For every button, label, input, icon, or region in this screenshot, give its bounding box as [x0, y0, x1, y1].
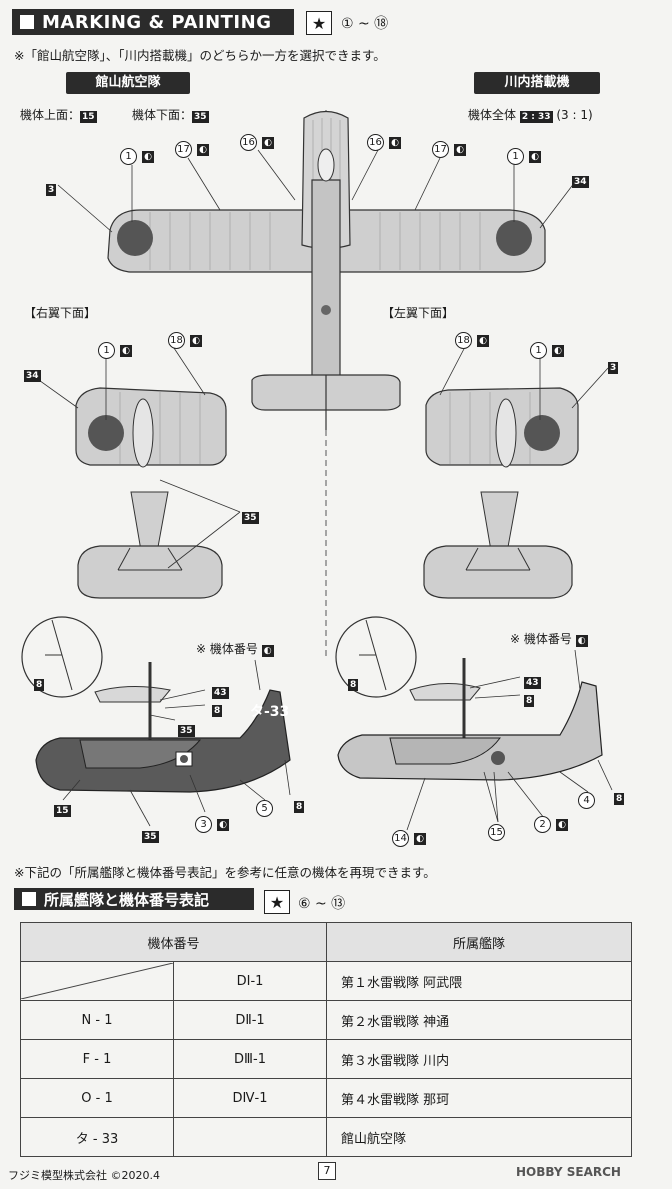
table-cell: タ - 33: [20, 1117, 174, 1157]
copyright: フジミ模型株式会社 ©2020.4: [8, 1169, 160, 1182]
section-header-marking: MARKING & PAINTING: [12, 9, 294, 35]
callout-15-left: 15: [54, 805, 71, 817]
watermark: HOBBY SEARCH: [516, 1165, 621, 1179]
callout-3-left-wing: 3: [608, 362, 619, 374]
callout-1-top-left: 1 ◐: [120, 144, 154, 165]
table-cell: O - 1: [20, 1078, 174, 1118]
selection-note: ※「館山航空隊」、「川内搭載機」のどちらか一方を選択できます。: [14, 48, 386, 63]
table-row: N - 1 DⅡ-1 第２水雷戦隊 神通: [20, 1000, 632, 1040]
page-number: 7: [318, 1162, 336, 1180]
table-cell-empty: [173, 1117, 327, 1157]
right-wing-underside-title: 【右翼下面】: [24, 306, 97, 320]
callout-8-right-detail: 8: [348, 679, 359, 691]
callout-4-right-side: 4: [578, 788, 595, 809]
table-cell: N - 1: [20, 1000, 174, 1040]
callout-35-tail: 35: [242, 512, 259, 524]
table-row: F - 1 DⅢ-1 第３水雷戦隊 川内: [20, 1039, 632, 1079]
side-view-sendai: [335, 616, 603, 781]
hinomaru-right: [496, 220, 532, 256]
callout-18-left-wing: 18 ◐: [455, 328, 489, 349]
callout-34-right-wing: 34: [24, 370, 41, 382]
callout-8-right: 8: [524, 695, 535, 707]
callout-35-left: 35: [178, 725, 195, 737]
lower-surface-spec: 機体下面：35: [132, 108, 209, 123]
assignment-range: ⑥ ~ ⑬: [298, 896, 346, 912]
callout-8-left-detail: 8: [34, 679, 45, 691]
table-row: DⅠ-1 第１水雷戦隊 阿武隈: [20, 961, 632, 1001]
overall-color-spec: 機体全体 2 : 33 (3 : 1): [468, 108, 593, 123]
callout-3-left-side: 3 ◐: [195, 812, 229, 833]
section-header-assignment: 所属艦隊と機体番号表記: [14, 888, 254, 910]
section-title: MARKING & PAINTING: [42, 11, 272, 33]
col-fleet: 所属艦隊: [326, 922, 632, 962]
callout-2-right-side: 2 ◐: [534, 812, 568, 833]
table-cell: 第２水雷戦隊 神通: [326, 1000, 632, 1040]
table-row: O - 1 DⅣ-1 第４水雷戦隊 那珂: [20, 1078, 632, 1118]
hinomaru-left: [117, 220, 153, 256]
painting-diagram: タ-33: [21, 110, 613, 831]
table-cell: 第１水雷戦隊 阿武隈: [326, 961, 632, 1001]
left-wing-underside: [423, 387, 579, 599]
diagonal-line: [21, 963, 173, 999]
decal-range: ① ~ ⑱: [341, 16, 389, 32]
col-serial: 機体番号: [20, 922, 327, 962]
callout-18-right-wing: 18 ◐: [168, 328, 202, 349]
callout-1-right-wing: 1 ◐: [98, 338, 132, 359]
reference-note: ※下記の「所属艦隊と機体番号表記」を参考に任意の機体を再現できます。: [14, 865, 436, 880]
top-view-aircraft: [107, 110, 546, 430]
callout-16-top-right: 16 ◐: [367, 130, 401, 151]
callout-1-top-right: 1 ◐: [507, 144, 541, 165]
star-icon: ★: [306, 11, 332, 35]
table-cell: 第４水雷戦隊 那珂: [326, 1078, 632, 1118]
assignment-table: 機体番号 所属艦隊 DⅠ-1 第１水雷戦隊 阿武隈 N - 1 DⅡ-1 第２水…: [20, 922, 632, 1157]
callout-43-left: 43: [212, 687, 229, 699]
table-cell-diagonal: [20, 961, 174, 1001]
version-label-tateyama: 館山航空隊: [66, 72, 190, 94]
callout-1-left-wing: 1 ◐: [530, 338, 564, 359]
callout-color-3: 3: [46, 184, 57, 196]
callout-17-top-left: 17 ◐: [175, 137, 209, 158]
callout-35-left-bottom: 35: [142, 831, 159, 843]
assignment-title: 所属艦隊と機体番号表記: [44, 890, 210, 909]
table-cell: DⅠ-1: [173, 961, 327, 1001]
serial-callout-right: ※ 機体番号 ◐: [510, 632, 588, 647]
callout-16-top-left: 16 ◐: [240, 130, 274, 151]
header-square-icon: [20, 15, 34, 29]
svg-text:タ-33: タ-33: [250, 704, 289, 720]
callout-17-top-right: 17 ◐: [432, 137, 466, 158]
callout-8-left-tail: 8: [294, 801, 305, 813]
callout-8-left: 8: [212, 705, 223, 717]
table-row: タ - 33 館山航空隊: [20, 1117, 632, 1157]
table-header-row: 機体番号 所属艦隊: [20, 922, 632, 962]
callout-14-right-side: 14 ◐: [392, 826, 426, 847]
header-square-icon: [22, 892, 36, 906]
table-cell: DⅡ-1: [173, 1000, 327, 1040]
callout-43-right: 43: [524, 677, 541, 689]
serial-callout-left: ※ 機体番号 ◐: [196, 642, 274, 657]
table-cell: 第３水雷戦隊 川内: [326, 1039, 632, 1079]
callout-15-right-side: 15: [488, 820, 505, 841]
star-icon: ★: [264, 890, 290, 914]
upper-surface-spec: 機体上面：15: [20, 108, 97, 123]
table-cell: DⅣ-1: [173, 1078, 327, 1118]
table-cell: F - 1: [20, 1039, 174, 1079]
table-cell: DⅢ-1: [173, 1039, 327, 1079]
table-cell: 館山航空隊: [326, 1117, 632, 1157]
left-wing-underside-title: 【左翼下面】: [382, 306, 455, 320]
callout-color-34: 34: [572, 176, 589, 188]
callout-5-left-side: 5: [256, 796, 273, 817]
version-label-sendai: 川内搭載機: [474, 72, 600, 94]
right-wing-underside: [75, 387, 227, 599]
side-view-tateyama: タ-33: [21, 616, 291, 793]
callout-8-right-tail: 8: [614, 793, 625, 805]
